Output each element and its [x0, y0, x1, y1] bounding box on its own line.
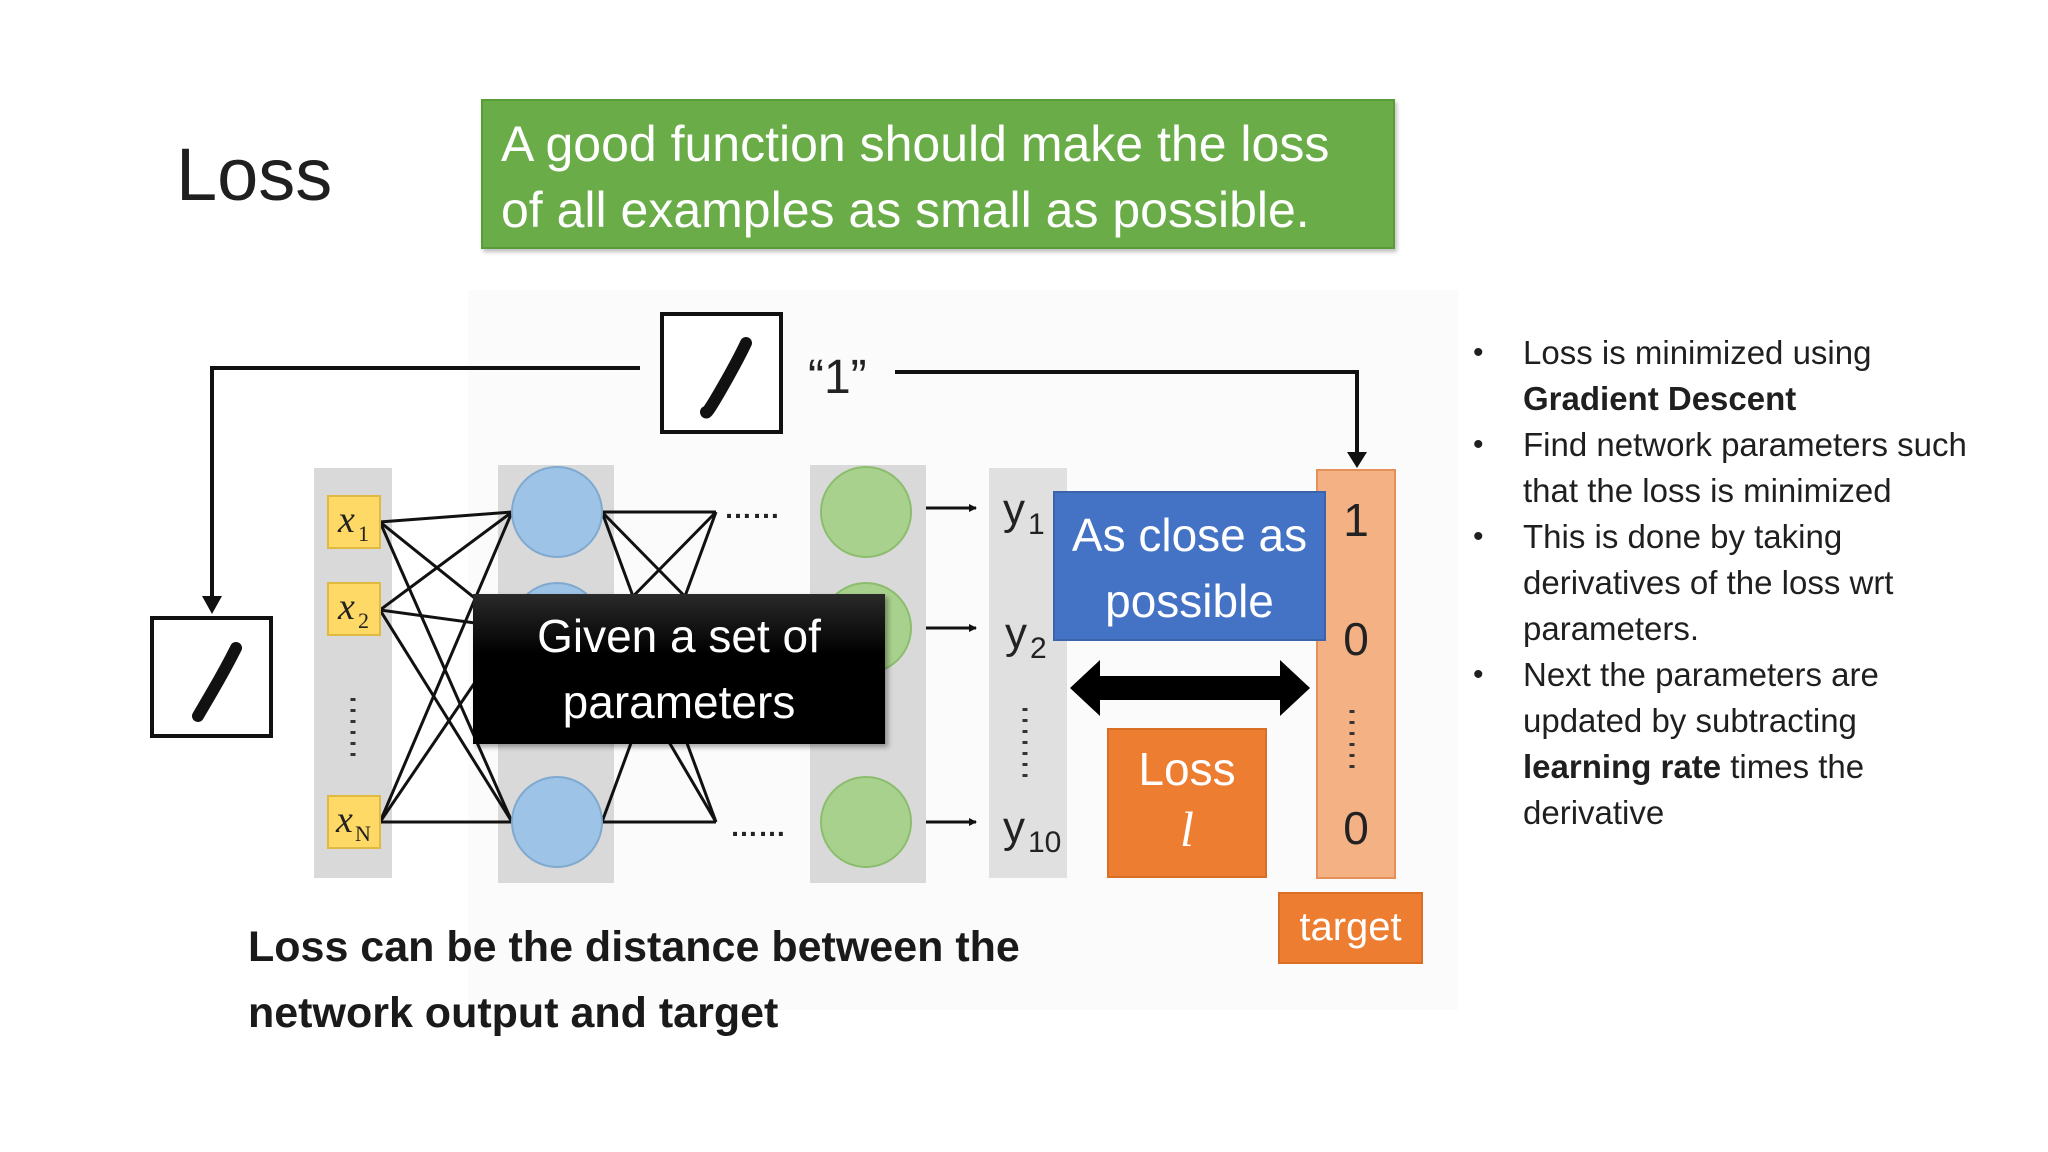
banner-line-2: of all examples as small as possible. — [501, 182, 1310, 238]
caption-line-1: Loss can be the distance between the — [248, 923, 1020, 971]
svg-text:1: 1 — [358, 521, 369, 546]
svg-text:x: x — [335, 799, 353, 841]
target-label: target — [1278, 892, 1423, 964]
output-label-1: y 1 — [1003, 485, 1045, 541]
double-arrow-icon — [1070, 660, 1310, 716]
bullet-item: Find network parameters such that the lo… — [1470, 422, 1990, 514]
last-node-1 — [820, 466, 912, 558]
input-node-2: x 2 — [327, 582, 381, 636]
loss-box: Loss l — [1107, 728, 1267, 878]
svg-text:1: 1 — [1028, 508, 1045, 541]
last-node-3 — [820, 776, 912, 868]
given-parameters-line-1: Given a set of — [537, 610, 821, 662]
arrowhead-down-left — [202, 596, 222, 614]
given-parameters-callout: Given a set of parameters — [473, 594, 885, 744]
svg-text:y: y — [1003, 803, 1025, 852]
digit-image-top — [660, 312, 783, 434]
arrowhead-down-right — [1347, 452, 1367, 468]
hidden-node-1 — [511, 466, 603, 558]
close-line-1: As close as — [1071, 509, 1308, 561]
slide-title: Loss — [176, 133, 333, 216]
as-close-as-possible-callout: As close as possible — [1053, 491, 1326, 641]
quote-label: “1” — [808, 351, 867, 404]
bullet-item: Next the parameters are updated by subtr… — [1470, 652, 1990, 836]
output-label-10: y 10 — [1003, 803, 1061, 859]
bullet-item: Loss is minimized using Gradient Descent — [1470, 330, 1990, 422]
connector-line-left — [210, 366, 640, 600]
target-column — [1316, 469, 1396, 879]
svg-text:10: 10 — [1028, 826, 1061, 859]
svg-text:x: x — [337, 586, 355, 628]
svg-text:x: x — [337, 499, 355, 541]
hidden-node-3 — [511, 776, 603, 868]
banner-line-1: A good function should make the loss — [501, 116, 1330, 172]
input-node-n: x N — [327, 795, 381, 849]
caption-line-2: network output and target — [248, 989, 779, 1037]
target-value-2: 0 — [1343, 613, 1369, 665]
output-label-2: y 2 — [1005, 609, 1047, 665]
loss-word: Loss — [1138, 743, 1236, 795]
layer-ellipsis-top: …… — [724, 493, 780, 524]
diagram-caption: Loss can be the distance between the net… — [248, 914, 1020, 1046]
input-node-1: x 1 — [327, 495, 381, 549]
layer-ellipsis-bottom: …… — [730, 811, 786, 842]
digit-image-input — [150, 616, 273, 738]
svg-text:N: N — [355, 821, 371, 846]
bullet-item: This is done by taking derivatives of th… — [1470, 514, 1990, 652]
target-value-3: 0 — [1343, 802, 1369, 854]
svg-text:2: 2 — [1030, 632, 1047, 665]
svg-text:2: 2 — [358, 608, 369, 633]
svg-text:y: y — [1005, 609, 1027, 658]
loss-symbol: l — [1180, 801, 1194, 857]
target-value-1: 1 — [1343, 494, 1369, 546]
banner-callout: A good function should make the loss of … — [481, 99, 1395, 249]
close-line-2: possible — [1105, 575, 1274, 627]
bullet-list: Loss is minimized using Gradient Descent… — [1470, 330, 1990, 836]
given-parameters-line-2: parameters — [562, 676, 796, 728]
svg-text:y: y — [1003, 485, 1025, 534]
connector-line-right — [895, 370, 1359, 456]
